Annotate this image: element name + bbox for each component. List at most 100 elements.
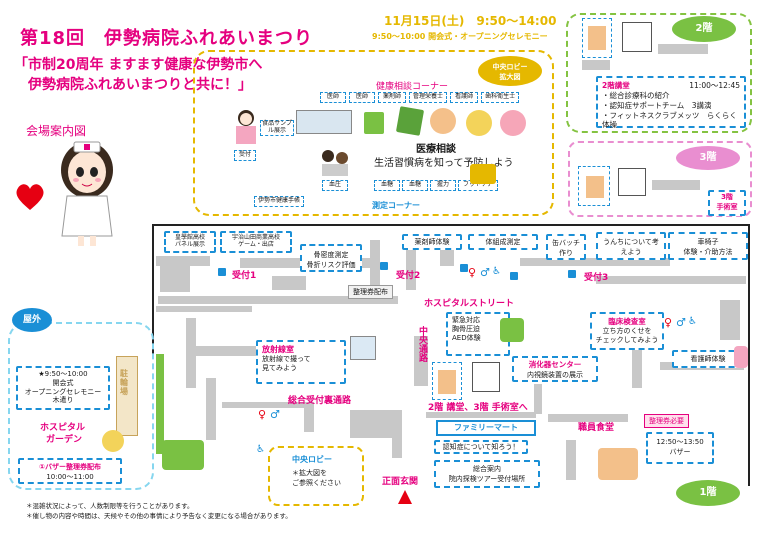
staff-cafeteria-label: 職員食堂 <box>578 423 615 433</box>
pharmacist-icon <box>466 110 492 136</box>
emergency-booth: 緊急対応 胸骨圧迫 AED体験 <box>446 312 510 356</box>
book-icon <box>395 106 425 136</box>
lecture-hall-box: 2階講堂 11:00～12:45 ・総合診療科の紹介 ・認知症サポートチーム 3… <box>596 76 746 130</box>
booth-wheelchair: 車椅子体験・介助方法 <box>668 232 748 260</box>
booth-bone-density: 骨密度測定骨折リスク評価 <box>300 244 362 272</box>
wheelchair-icon: ♿ <box>256 444 265 455</box>
restroom-icon: ♀ <box>468 266 477 279</box>
bicycle-parking <box>116 356 138 436</box>
nurse-icon <box>734 346 748 368</box>
outside-area <box>8 322 154 490</box>
elevator-icon <box>622 22 652 52</box>
dementia-booth: 認知症について知ろう！ <box>434 440 528 454</box>
opening-time: 9:50～10:00 開会式・オープニングセレモニー <box>372 32 548 41</box>
restroom-icon: ♂ <box>480 266 490 279</box>
hospital-garden-label1: ホスピタル <box>40 423 86 433</box>
measure-corner-title: 測定コーナー <box>372 201 420 210</box>
restroom-icon: ♀ <box>258 408 267 421</box>
endoscopy-center-booth: 消化器センター 内視鏡装置の展示 <box>512 356 598 382</box>
entrance-arrow-icon <box>398 490 412 504</box>
outside-badge: 屋外 <box>12 308 52 332</box>
central-lobby-note: ＊拡大図を <box>292 469 327 477</box>
lecture-time: 11:00～12:45 <box>689 81 740 90</box>
reception-2: 受付2 <box>396 271 421 281</box>
booth-ujiyamada: 宇治山田商業高校ゲーム・出店 <box>220 231 292 253</box>
lecture-item: ・認知症サポートチーム 3講演 <box>602 100 712 110</box>
staff-illustration <box>226 106 266 146</box>
hospital-garden-label2: ガーデン <box>46 435 83 445</box>
foot-icon <box>470 164 496 184</box>
reception-3: 受付3 <box>584 273 609 283</box>
measure-label: 握力 <box>430 180 457 191</box>
doctor-icon <box>430 108 456 134</box>
ticket-required-badge: 整理券必要 <box>644 414 689 428</box>
booth-badge-making: 缶バッチ作り <box>546 234 586 260</box>
staff-row: 医師 医師 薬剤師 管理栄養士 看護師 歯科衛生士 <box>320 92 520 103</box>
medical-consult-title: 医療相談 <box>416 144 456 155</box>
booth-depression: うんちについて考えよう <box>596 232 666 260</box>
measure-label: 血圧 <box>322 180 349 191</box>
opening-ceremony-box: ★9:50～10:00 開会式 オープニングセレモニー 木遣り <box>16 366 110 410</box>
garden-planting <box>162 440 204 470</box>
wheelchair-icon: ♿ <box>492 266 501 277</box>
map-title: 会場案内図 <box>26 124 87 138</box>
hospital-street-label: ホスピタルストリート <box>424 299 515 309</box>
third-floor-area <box>568 141 752 217</box>
bazaar-ticket-box: ①バザー整理券配布 10:00～11:00 <box>18 458 122 484</box>
wheelchair-icon: ♿ <box>688 316 697 327</box>
central-passage-label: 中央通路 <box>417 326 427 362</box>
restroom-icon: ♂ <box>676 316 686 329</box>
operating-room-box: 3階 手術室 <box>708 190 746 216</box>
book-icon <box>364 112 384 134</box>
staff-label: 歯科衛生士 <box>481 92 520 103</box>
reception-1: 受付1 <box>232 271 257 281</box>
slogan-line2: 伊勢病院ふれあいまつりと共に！」 <box>28 77 252 93</box>
food-table <box>296 110 352 134</box>
measure-label: 血糖 <box>374 180 401 191</box>
consult-illustration <box>318 146 350 178</box>
hedge <box>156 354 164 454</box>
ticket-distribution-label: 整理券配布 <box>348 285 393 299</box>
floor-plan-outline <box>152 224 750 486</box>
heart-icon <box>14 182 46 216</box>
nurse-mascot <box>42 136 132 248</box>
measure-row: 血糖 血糖 握力 フットケア <box>374 180 499 191</box>
staff-label: 医師 <box>320 92 347 103</box>
medical-consult-subtitle: 生活習慣病を知って予防しよう <box>374 158 514 169</box>
booth-body-composition: 体組成測定 <box>468 234 538 250</box>
floor-3-badge: 3階 <box>676 146 740 170</box>
radiology-booth: 放射線室 放射線で撮って 見てみよう <box>256 340 346 384</box>
restroom-icon: ♂ <box>270 408 280 421</box>
health-consult-title: 健康相談コーナー <box>376 82 449 92</box>
festival-fan-icon <box>102 430 124 452</box>
food-display-label: 食品サンプル展示 <box>260 120 294 136</box>
main-entrance-label: 正面玄関 <box>382 477 419 487</box>
lecture-item: ・フィットネスクラブメッツ らくらく体操 <box>602 110 737 130</box>
stairs-note: 2階 講堂、3階 手術室へ <box>428 403 528 413</box>
general-reception-passage-label: 総合受付裏通路 <box>288 396 352 406</box>
measure-label: 血糖 <box>402 180 429 191</box>
central-lobby-note: ご参照ください <box>292 479 341 487</box>
aed-icon <box>500 318 524 342</box>
bazaar-goods-illustration <box>598 448 638 480</box>
central-lobby-label: 中央ロビー <box>292 455 332 464</box>
footnote: ＊催し物の内容や時間は、天候やその他の事情により予告なく変更になる場合があります… <box>26 512 292 520</box>
stairs-icon <box>432 362 462 400</box>
floor-1-badge: 1階 <box>676 480 740 506</box>
booth-pharmacist: 薬剤師体験 <box>402 234 462 250</box>
lecture-item: ・総合診療科の紹介 <box>602 91 670 100</box>
booth-kaisei: 皇學館高校パネル展示 <box>164 231 216 253</box>
stairs-icon <box>578 166 610 206</box>
health-corner-area <box>193 50 554 216</box>
reception-label: 受付 <box>234 150 257 161</box>
elevator-icon <box>472 362 500 392</box>
staff-label: 医師 <box>349 92 376 103</box>
dental-icon <box>500 110 526 136</box>
clinical-lab-booth: 臨床検査室 立ち方のくせを チェックしてみよう <box>590 312 664 350</box>
event-date: 11月15日(土) 9:50～14:00 <box>384 14 557 28</box>
second-floor-area <box>566 13 752 133</box>
staff-label: 薬剤師 <box>378 92 407 103</box>
central-lobby-area <box>268 446 364 506</box>
measure-row: 血圧 <box>322 180 349 191</box>
footnote: ＊混雑状況によって、人数制限等を行うことがあります。 <box>26 502 194 510</box>
